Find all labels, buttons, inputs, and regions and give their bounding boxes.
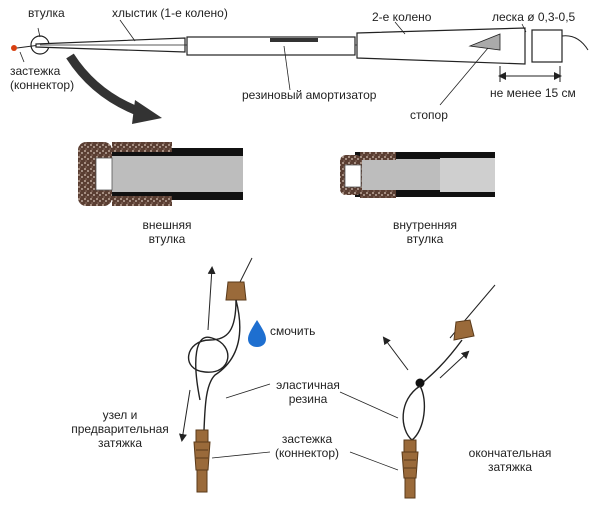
label-min-length: не менее 15 см: [490, 86, 576, 100]
rubber-absorber-band: [270, 38, 318, 42]
pole-assembly: [11, 19, 589, 106]
label-rubber-absorber: резиновый амортизатор: [242, 88, 377, 102]
outer-bushing-illustration: [78, 142, 243, 206]
label-inner-bushing: внутренняя втулка: [392, 218, 458, 246]
knot-right-illustration: [382, 284, 496, 499]
knot-point: [415, 378, 425, 388]
label-bushing: втулка: [28, 6, 65, 20]
label-second-section: 2-е колено: [372, 10, 432, 24]
label-outer-bushing: внешняя втулка: [142, 218, 192, 246]
zoom-arrow-icon: [66, 53, 142, 117]
label-wet: смочить: [270, 324, 316, 338]
label-clasp-connector: застежка (коннектор): [10, 64, 75, 92]
label-knot-pretighten: узел и предварительная затяжка: [71, 408, 169, 450]
inner-bushing-illustration: [340, 152, 495, 198]
label-elastic-rubber: эластичная резина: [276, 378, 340, 406]
label-whip: хлыстик (1-е колено): [112, 6, 228, 20]
connector-tip-icon: [11, 45, 17, 51]
label-clasp-connector-2: застежка (коннектор): [274, 432, 340, 460]
end-cap: [531, 29, 563, 63]
label-stopper: стопор: [410, 108, 448, 122]
stopper: [468, 33, 501, 51]
second-section: [356, 27, 526, 65]
label-final-tighten: окончательная затяжка: [468, 446, 552, 474]
water-droplet-icon: [248, 320, 266, 347]
label-line: леска ø 0,3-0,5: [492, 10, 576, 24]
knot-left-illustration: [178, 257, 253, 493]
